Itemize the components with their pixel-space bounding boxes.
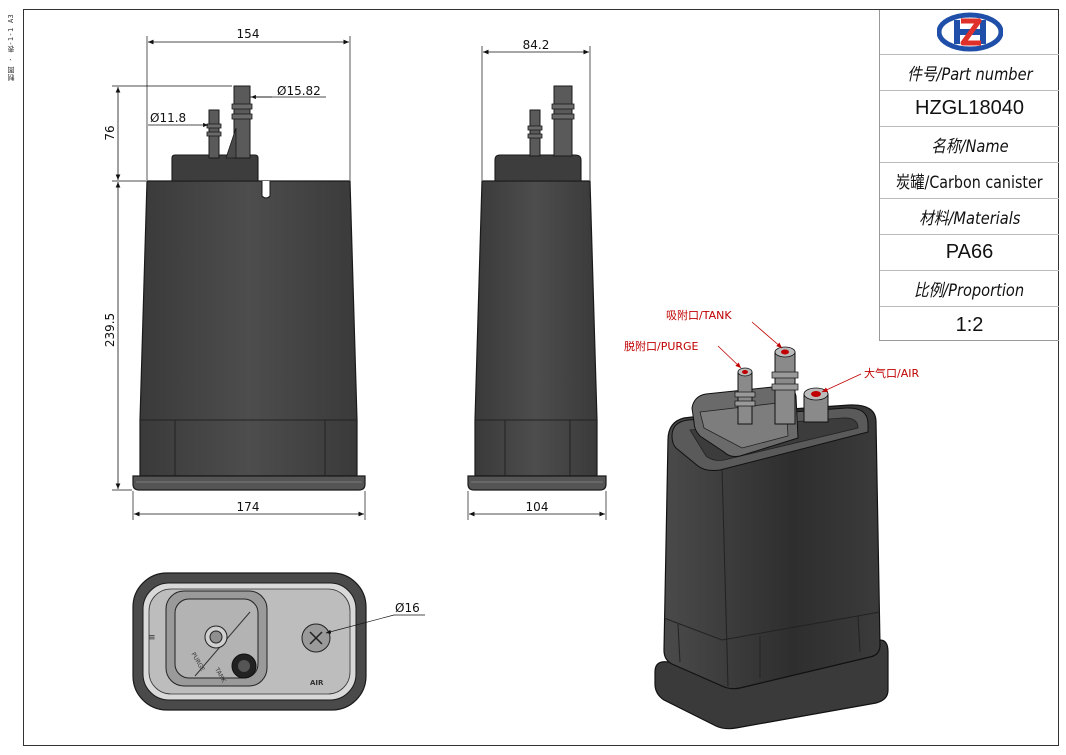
- bottom-label-air: AIR: [310, 679, 324, 687]
- side-dim-width-bottom: 104: [526, 500, 549, 514]
- bottom-dim-dia-air: Ø16: [395, 601, 420, 615]
- front-dim-dia-small: Ø11.8: [150, 111, 186, 125]
- title-block: 件号/Part number HZGL18040 名称/Name 炭罐/Carb…: [879, 10, 1059, 341]
- proportion-label: 比例/Proportion: [914, 281, 1025, 301]
- tb-proportion-label-row: 比例/Proportion: [880, 271, 1059, 307]
- side-dim-width-top: 84.2: [523, 38, 550, 52]
- front-dim-height-body: 239.5: [103, 313, 117, 347]
- side-view: 84.2 104: [467, 38, 607, 520]
- front-dim-dia-large: Ø15.82: [277, 84, 321, 98]
- iso-callout-tank: 吸附口/TANK: [666, 308, 732, 322]
- front-dim-width-top: 154: [237, 27, 260, 41]
- part-number-label: 件号/Part number: [906, 65, 1033, 85]
- part-number-value: HZGL18040: [915, 97, 1024, 119]
- iso-view: 吸附口/TANK 脱附口/PURGE 大气口/AIR: [624, 308, 919, 730]
- name-label: 名称/Name: [930, 137, 1009, 157]
- tb-part-number-row: HZGL18040: [880, 91, 1059, 127]
- hz-logo-icon: [936, 12, 1003, 52]
- drawing-frame: [23, 9, 1059, 746]
- materials-value: PA66: [945, 241, 994, 263]
- tb-materials-row: PA66: [880, 235, 1059, 271]
- front-dim-width-bottom: 174: [237, 500, 260, 514]
- tb-name-label-row: 名称/Name: [880, 127, 1059, 163]
- front-dim-height-nozzle: 76: [103, 125, 117, 140]
- tb-materials-label-row: 材料/Materials: [880, 199, 1059, 235]
- name-value: 炭罐/Carbon canister: [896, 173, 1043, 193]
- bottom-view: PURGE TANK AIR ≡ Ø16: [132, 572, 425, 711]
- iso-callout-purge: 脱附口/PURGE: [624, 339, 699, 353]
- materials-label: 材料/Materials: [918, 209, 1021, 229]
- svg-text:≡: ≡: [148, 633, 156, 643]
- proportion-value: 1:2: [955, 313, 984, 336]
- front-view: 154 174 76 239.5 Ø15.82 Ø11.8: [103, 27, 366, 520]
- tb-proportion-row: 1:2: [880, 307, 1059, 343]
- tb-name-row: 炭罐/Carbon canister: [880, 163, 1059, 199]
- iso-callout-air: 大气口/AIR: [864, 366, 919, 380]
- company-logo: [880, 10, 1059, 55]
- tb-part-number-label-row: 件号/Part number: [880, 55, 1059, 91]
